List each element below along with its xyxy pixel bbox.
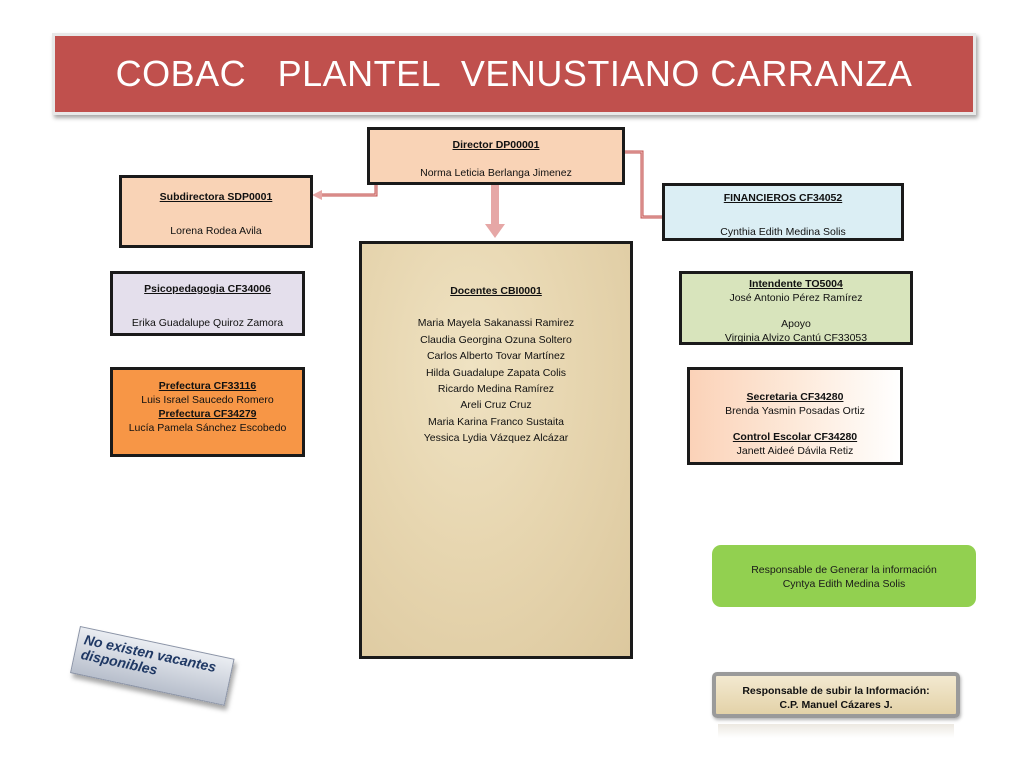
responsable-subir-box: Responsable de subir la Información: C.P…: [712, 672, 960, 718]
docente-name: Maria Mayela Sakanassi Ramirez: [417, 317, 575, 330]
connector-director-financieros: [625, 150, 662, 219]
secretaria-box: Secretaria CF34280 Brenda Yasmin Posadas…: [687, 367, 903, 465]
docente-name: Claudia Georgina Ozuna Soltero: [420, 333, 572, 346]
arrowhead-subdirectora: [312, 190, 322, 200]
responsable-subir-reflection: [718, 724, 954, 738]
subdirectora-name: Lorena Rodea Avila: [170, 225, 262, 237]
prefectura-name-1: Luis Israel Saucedo Romero: [141, 394, 274, 406]
financieros-box: FINANCIEROS CF34052 Cynthia Edith Medina…: [662, 183, 904, 241]
prefectura-box: Prefectura CF33116 Luis Israel Saucedo R…: [110, 367, 305, 457]
subdirectora-heading: Subdirectora SDP0001: [159, 191, 273, 203]
control-escolar-heading: Control Escolar CF34280: [732, 431, 858, 443]
docente-name: Hilda Guadalupe Zapata Colis: [425, 366, 567, 379]
intendente-box: Intendente TO5004 José Antonio Pérez Ram…: [679, 271, 913, 345]
responsable-subir-name: C.P. Manuel Cázares J.: [779, 699, 893, 711]
docente-name: Maria Karina Franco Sustaita: [428, 415, 564, 428]
intendente-name: José Antonio Pérez Ramírez: [729, 292, 863, 304]
responsable-subir-label: Responsable de subir la Información:: [742, 685, 930, 697]
connector-director-docentes: [491, 185, 499, 225]
docente-name: Ricardo Medina Ramírez: [437, 383, 555, 396]
arrowhead-docentes: [485, 224, 505, 238]
financieros-heading: FINANCIEROS CF34052: [723, 192, 843, 204]
connector-director-financieros-highlight: [625, 151, 662, 218]
prefectura-heading-2: Prefectura CF34279: [158, 408, 257, 420]
docente-name: Yessica Lydia Vázquez Alcázar: [423, 432, 569, 445]
psicopedagogia-name: Erika Guadalupe Quiroz Zamora: [131, 317, 284, 329]
page-title: COBAC PLANTEL VENUSTIANO CARRANZA: [52, 33, 976, 115]
docente-name: Carlos Alberto Tovar Martínez: [426, 350, 566, 363]
vacantes-note: No existen vacantes disponibles: [70, 626, 235, 706]
subdirectora-box: Subdirectora SDP0001 Lorena Rodea Avila: [119, 175, 313, 248]
docentes-box: Docentes CBI0001 Maria Mayela Sakanassi …: [359, 241, 633, 659]
apoyo-name: Virginia Alvizo Cantú CF33053: [724, 332, 868, 344]
prefectura-heading-1: Prefectura CF33116: [158, 380, 257, 392]
psicopedagogia-box: Psicopedagogia CF34006 Erika Guadalupe Q…: [110, 271, 305, 336]
intendente-heading: Intendente TO5004: [749, 278, 843, 290]
docentes-heading: Docentes CBI0001: [450, 285, 542, 297]
secretaria-heading: Secretaria CF34280: [746, 391, 844, 403]
apoyo-label: Apoyo: [781, 318, 811, 330]
prefectura-name-2: Lucía Pamela Sánchez Escobedo: [128, 422, 287, 434]
director-name: Norma Leticia Berlanga Jimenez: [420, 167, 572, 179]
psicopedagogia-heading: Psicopedagogia CF34006: [144, 283, 271, 295]
responsable-generar-name: Cyntya Edith Medina Solis: [782, 578, 906, 590]
docente-name: Areli Cruz Cruz: [460, 399, 532, 412]
director-heading: Director DP00001: [452, 139, 540, 151]
financieros-name: Cynthia Edith Medina Solis: [720, 226, 846, 238]
secretaria-name: Brenda Yasmin Posadas Ortiz: [725, 405, 865, 417]
director-box: Director DP00001 Norma Leticia Berlanga …: [367, 127, 625, 185]
control-escolar-name: Janett Aideé Dávila Retiz: [736, 445, 854, 457]
responsable-generar-label: Responsable de Generar la información: [751, 564, 937, 576]
responsable-generar-box: Responsable de Generar la información Cy…: [712, 545, 976, 607]
